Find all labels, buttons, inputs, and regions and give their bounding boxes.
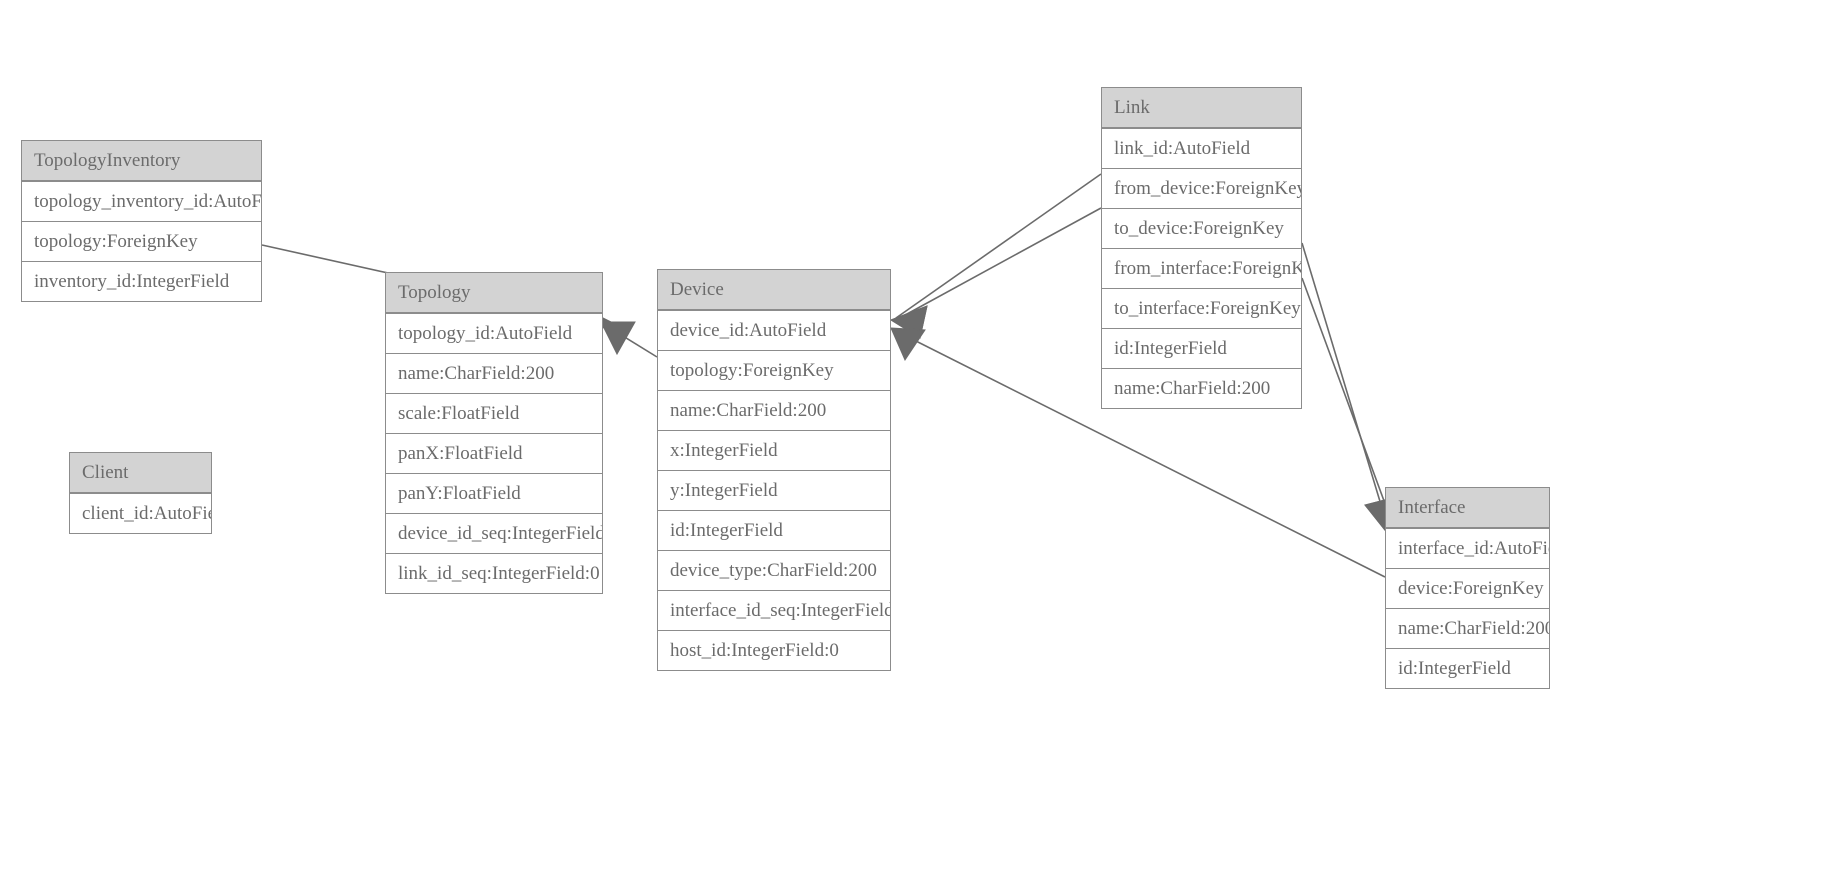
entity-field-row[interactable]: scale:FloatField — [386, 393, 602, 433]
relationship-line — [895, 207, 1102, 321]
relationship-arrowhead — [890, 327, 926, 362]
entity-box-interface[interactable]: Interfaceinterface_id:AutoFielddevice:Fo… — [1385, 487, 1550, 689]
entity-field-row[interactable]: topology:ForeignKey — [22, 221, 261, 261]
entity-field-row[interactable]: name:CharField:200 — [1386, 608, 1549, 648]
entity-field-row[interactable]: id:IntegerField — [1386, 648, 1549, 688]
relationship-line — [604, 324, 658, 358]
entity-title-topology: Topology — [386, 273, 602, 313]
relationship-arrowhead — [600, 321, 636, 356]
relationship-rel-link-to-interface — [1301, 277, 1397, 536]
relationship-rel-device-topology — [600, 321, 658, 358]
entity-field-row[interactable]: name:CharField:200 — [1102, 368, 1301, 408]
entity-title-topology-inventory: TopologyInventory — [22, 141, 261, 181]
entity-field-row[interactable]: inventory_id:IntegerField — [22, 261, 261, 301]
entity-field-row[interactable]: topology_id:AutoField — [386, 313, 602, 353]
entity-title-interface: Interface — [1386, 488, 1549, 528]
entity-field-row[interactable]: panY:FloatField — [386, 473, 602, 513]
entity-field-row[interactable]: from_device:ForeignKey — [1102, 168, 1301, 208]
entity-field-row[interactable]: client_id:AutoField — [70, 493, 211, 533]
entity-field-row[interactable]: link_id:AutoField — [1102, 128, 1301, 168]
entity-field-row[interactable]: id:IntegerField — [658, 510, 890, 550]
relationship-rel-link-to-device — [889, 207, 1102, 339]
entity-field-row[interactable]: x:IntegerField — [658, 430, 890, 470]
relationship-arrowhead — [889, 305, 928, 339]
entity-field-row[interactable]: host_id:IntegerField:0 — [658, 630, 890, 670]
entity-field-row[interactable]: interface_id_seq:IntegerField:0 — [658, 590, 890, 630]
entity-field-row[interactable]: link_id_seq:IntegerField:0 — [386, 553, 602, 593]
entity-field-row[interactable]: interface_id:AutoField — [1386, 528, 1549, 568]
relationship-arrowhead — [889, 305, 928, 339]
entity-title-link: Link — [1102, 88, 1301, 128]
relationship-rel-link-from-device — [889, 173, 1102, 339]
entity-field-row[interactable]: to_device:ForeignKey — [1102, 208, 1301, 248]
entity-field-row[interactable]: topology:ForeignKey — [658, 350, 890, 390]
entity-field-row[interactable]: y:IntegerField — [658, 470, 890, 510]
entity-field-row[interactable]: device_id:AutoField — [658, 310, 890, 350]
relationship-line — [1301, 277, 1395, 529]
entity-title-client: Client — [70, 453, 211, 493]
relationship-line — [895, 173, 1102, 319]
relationship-line — [1301, 242, 1389, 529]
entity-field-row[interactable]: device_id_seq:IntegerField:0 — [386, 513, 602, 553]
entity-field-row[interactable]: name:CharField:200 — [386, 353, 602, 393]
entity-field-row[interactable]: device_type:CharField:200 — [658, 550, 890, 590]
entity-field-row[interactable]: id:IntegerField — [1102, 328, 1301, 368]
entity-field-row[interactable]: from_interface:ForeignKey — [1102, 248, 1301, 288]
entity-field-row[interactable]: to_interface:ForeignKey — [1102, 288, 1301, 328]
entity-field-row[interactable]: device:ForeignKey — [1386, 568, 1549, 608]
entity-title-device: Device — [658, 270, 890, 310]
entity-field-row[interactable]: topology_inventory_id:AutoField — [22, 181, 261, 221]
entity-field-row[interactable]: name:CharField:200 — [658, 390, 890, 430]
relationship-rel-link-from-interface — [1301, 242, 1397, 536]
entity-field-row[interactable]: panX:FloatField — [386, 433, 602, 473]
